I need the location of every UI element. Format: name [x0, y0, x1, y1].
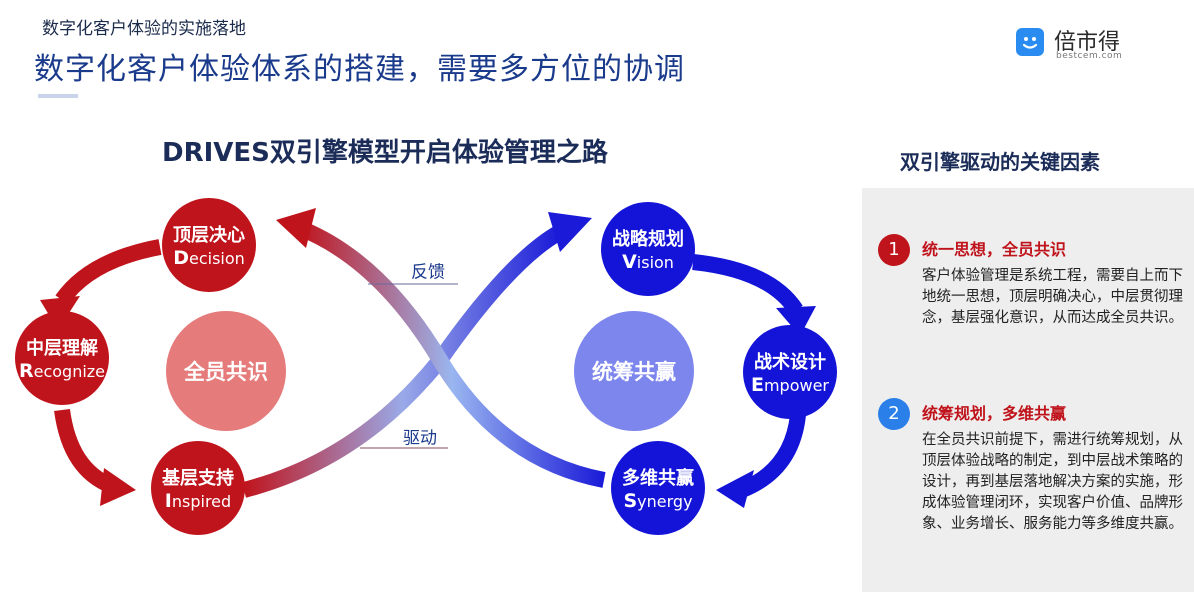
arrow-head [776, 306, 816, 336]
node-cn: 顶层决心 [173, 225, 245, 246]
factor-number-badge: 2 [878, 398, 910, 430]
key-factors-panel: 1 统一思想，全员共识 客户体验管理是系统工程，需要自上而下地统一思想，顶层明确… [862, 188, 1194, 592]
node-en: Decision [173, 247, 245, 269]
arrow-empower-to-synergy [738, 413, 806, 498]
dual-engine-diagram [15, 198, 837, 535]
vision-node-label: 战略规划 Vision [612, 225, 684, 273]
arrow-vision-to-empower [692, 254, 803, 315]
arrow-head [716, 470, 754, 508]
node-cn: 战术设计 [754, 352, 826, 373]
section-subtitle: 数字化客户体验的实施落地 [42, 19, 246, 39]
node-en: Synergy [623, 490, 693, 512]
node-en: Inspired [164, 490, 232, 512]
recognize-node-label: 中层理解 Recognize [19, 334, 105, 382]
arrow-decision-to-recognize [55, 239, 162, 305]
factor-text: 在全员共识前提下，需进行统筹规划，从顶层体验战略的制定，到中层战术策略的设计，再… [922, 432, 1183, 532]
synergy-node [611, 441, 705, 535]
empower-node [743, 325, 837, 419]
arrow-head [548, 212, 592, 252]
title-underline [38, 94, 78, 98]
synergy-node-label: 多维共赢 Synergy [622, 464, 694, 512]
page-title: 数字化客户体验体系的搭建，需要多方位的协调 [34, 52, 685, 87]
smiley-chat-icon [1016, 28, 1044, 56]
feedback-label: 反馈 [411, 262, 445, 283]
node-en: Empower [750, 374, 830, 396]
node-cn: 多维共赢 [622, 468, 694, 489]
diagram-title: DRIVES双引擎模型开启体验管理之路 [162, 138, 608, 168]
logo: 倍市得 bestcem.com [1016, 24, 1166, 64]
node-cn: 中层理解 [26, 338, 98, 359]
node-cn: 基层支持 [162, 468, 234, 489]
consensus-center [166, 311, 286, 431]
factor-title: 统一思想，全员共识 [922, 240, 1067, 259]
win-win-label: 统筹共赢 [592, 360, 676, 384]
arrow-head [276, 208, 316, 248]
factor-number-badge: 1 [878, 234, 910, 266]
win-win-center [574, 311, 694, 431]
decision-node [162, 198, 256, 292]
node-cn: 战略规划 [612, 229, 684, 250]
recognize-node [15, 311, 109, 405]
arrow-head [100, 468, 136, 506]
drive-label: 驱动 [403, 428, 437, 449]
factor-title: 统筹规划，多维共赢 [922, 404, 1067, 423]
feedback-flow-arrow [296, 220, 606, 488]
vision-node [601, 202, 695, 296]
inspired-node [151, 441, 245, 535]
inspired-node-label: 基层支持 Inspired [162, 464, 234, 512]
factor-text: 客户体验管理是系统工程，需要自上而下地统一思想，顶层明确决心，中层贯彻理念，基层… [922, 268, 1183, 326]
node-en: Recognize [18, 360, 106, 382]
consensus-label: 全员共识 [184, 360, 268, 384]
drive-flow-arrow [241, 225, 565, 498]
logo-name: 倍市得 [1054, 30, 1121, 55]
node-en: Vision [622, 251, 674, 273]
empower-node-label: 战术设计 Empower [751, 348, 829, 396]
decision-node-label: 顶层决心 Decision [173, 221, 245, 269]
side-heading: 双引擎驱动的关键因素 [900, 150, 1100, 174]
logo-url: bestcem.com [1056, 51, 1123, 61]
